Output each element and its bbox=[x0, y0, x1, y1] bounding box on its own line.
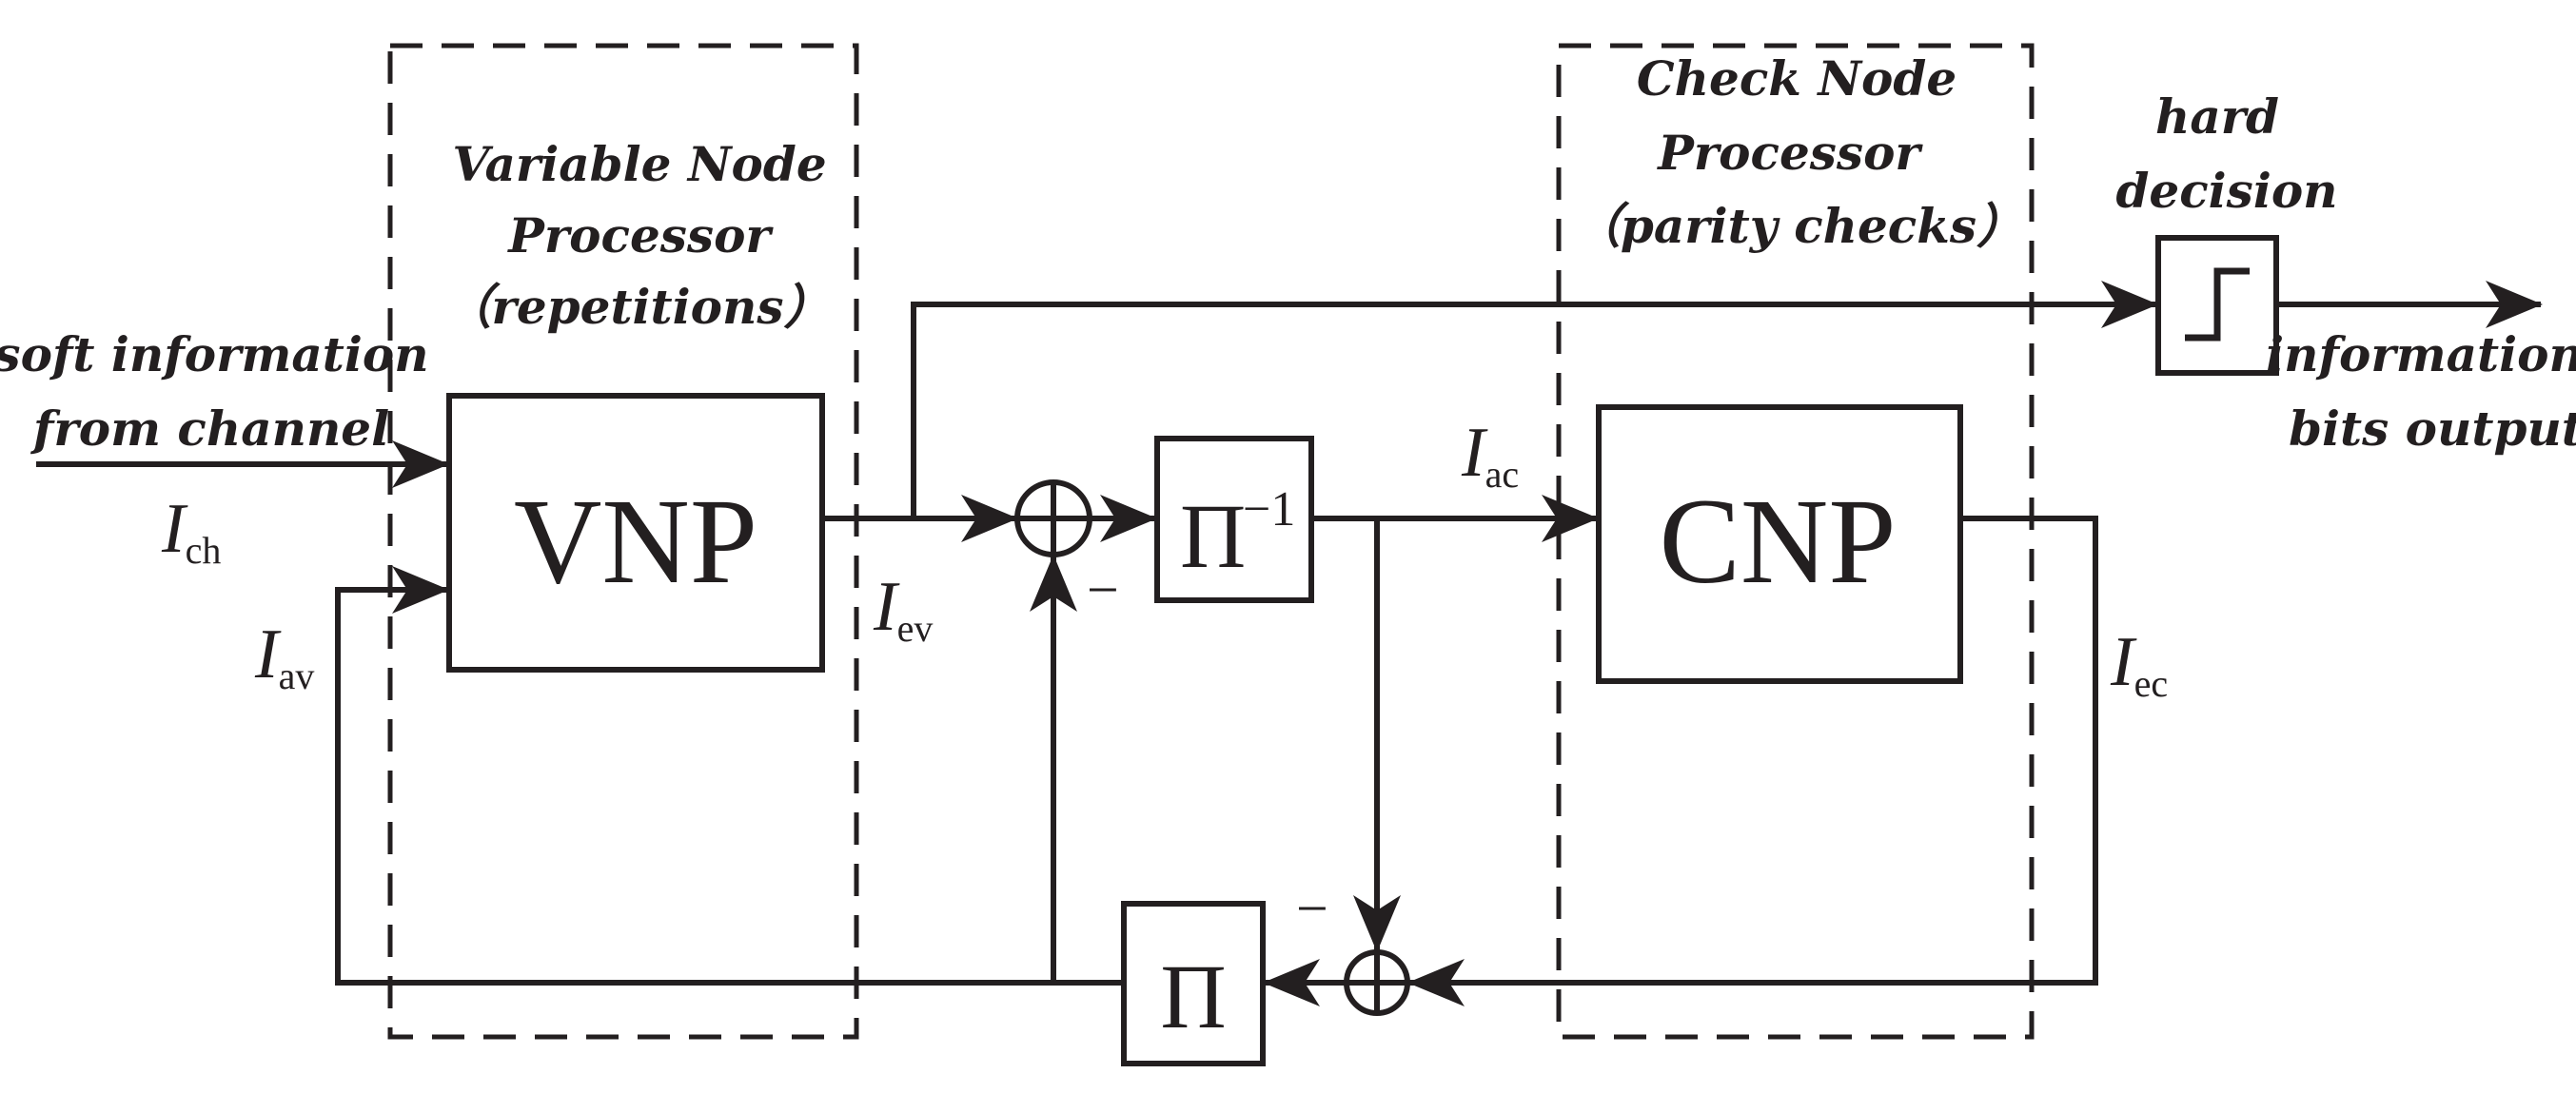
output-label-line2: bits output bbox=[2289, 400, 2576, 457]
cnp-group-title-line3: （parity checks） bbox=[1573, 198, 2024, 254]
cnp-label: CNP bbox=[1660, 474, 1897, 609]
hard-decision-tap-line bbox=[911, 281, 2158, 518]
deinterleaver-exponent: −1 bbox=[1243, 482, 1295, 537]
interleaver-label: Π bbox=[1160, 946, 1226, 1047]
cnp-group-title-line1: Check Node bbox=[1637, 50, 1957, 107]
step-function-icon bbox=[2185, 267, 2250, 342]
signal-i-ch: Ich bbox=[161, 490, 221, 572]
top-summation-node bbox=[1014, 479, 1092, 557]
feedback-av-line bbox=[335, 566, 1124, 986]
hard-label-line2: decision bbox=[2115, 163, 2337, 219]
cnp-group-title-line2: Processor bbox=[1656, 125, 1923, 181]
vnp-group-title-line3: （repetitions） bbox=[444, 279, 832, 335]
cnp-output-loop-line bbox=[1407, 516, 2098, 1006]
output-label-line1: information bbox=[2266, 326, 2576, 382]
minus-sign-top: − bbox=[1087, 558, 1119, 621]
vnp-label: VNP bbox=[514, 474, 757, 609]
signal-i-ac: Iac bbox=[1461, 414, 1519, 496]
deinterleaver-label: Π bbox=[1180, 485, 1246, 587]
minus-sign-bottom: − bbox=[1296, 877, 1328, 940]
hard-label-line1: hard bbox=[2155, 88, 2279, 145]
input-label-line2: from channel bbox=[30, 400, 389, 457]
cnp-block bbox=[1596, 404, 1963, 684]
signal-i-ev: Iev bbox=[873, 568, 933, 650]
signal-i-av: Iav bbox=[254, 615, 314, 697]
vnp-block bbox=[446, 393, 825, 673]
vnp-group-border bbox=[387, 43, 859, 1040]
vnp-group-title-line2: Processor bbox=[506, 207, 774, 264]
bottom-summation-node bbox=[1344, 949, 1410, 1016]
vnp-group-title-line1: Variable Node bbox=[452, 136, 826, 192]
signal-i-ec: Iec bbox=[2110, 623, 2168, 705]
input-label-line1: soft information bbox=[0, 326, 429, 382]
